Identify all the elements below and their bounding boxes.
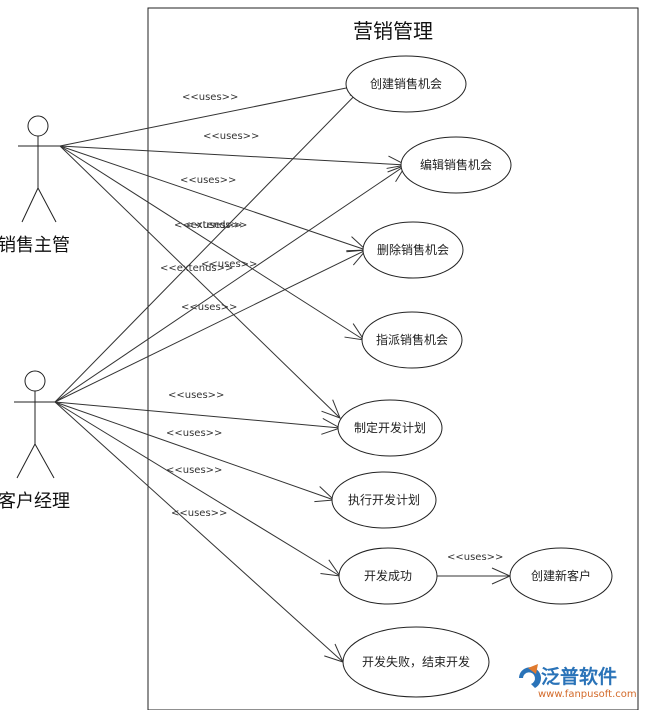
stereotype-label: <<uses>>	[166, 428, 222, 439]
stereotype-label: <<uses>>	[203, 131, 259, 142]
actor-head	[24, 370, 46, 392]
assoc-line	[54, 401, 340, 576]
use-case-label: 编辑销售机会	[420, 157, 492, 172]
use-case-delete-opportunity: 删除销售机会	[362, 221, 464, 279]
assoc-line	[54, 165, 406, 403]
system-title: 营销管理	[353, 19, 433, 43]
use-case-assign-opportunity: 指派销售机会	[361, 311, 463, 369]
use-case-development-failure: 开发失败，结束开发	[342, 626, 490, 698]
system-boundary: 营销管理	[147, 7, 639, 710]
assoc-line	[59, 145, 364, 340]
stereotype-label: <<extends>>	[174, 220, 247, 231]
use-case-make-plan: 制定开发计划	[337, 399, 443, 457]
actor-head	[27, 115, 49, 137]
watermark-url: www.fanpusoft.com	[538, 689, 637, 700]
assoc-line	[59, 145, 406, 165]
use-case-label: 开发失败，结束开发	[362, 654, 470, 669]
stereotype-label: <<uses>>	[201, 259, 257, 270]
brand-logo-icon	[519, 664, 541, 688]
use-case-create-opportunity: 创建销售机会	[345, 55, 467, 113]
stereotype-label: <<uses>>	[181, 302, 237, 313]
actor-account-manager: 客户经理	[0, 370, 70, 512]
actor-sales-manager: 销售主管	[0, 115, 70, 256]
stereotype-label: <<extends>>	[160, 263, 233, 274]
actor-name: 客户经理	[0, 491, 70, 512]
use-case-label: 指派销售机会	[376, 332, 448, 347]
use-case-label: 创建新客户	[531, 568, 591, 583]
watermark-brand: 泛普软件	[541, 665, 617, 688]
use-case-execute-plan: 执行开发计划	[331, 471, 437, 529]
assoc-line	[59, 145, 340, 418]
use-case-label: 制定开发计划	[354, 420, 426, 435]
use-case-development-success: 开发成功	[338, 547, 438, 605]
assoc-line	[54, 401, 343, 662]
use-case-label: 删除销售机会	[377, 242, 449, 257]
assoc-line	[54, 401, 334, 500]
actor-name: 销售主管	[0, 235, 70, 256]
stereotype-label: <<uses>>	[180, 175, 236, 186]
use-case-label: 创建销售机会	[370, 76, 442, 91]
assoc-line	[54, 401, 340, 428]
use-case-edit-opportunity: 编辑销售机会	[400, 136, 512, 194]
assoc-line	[59, 84, 366, 147]
stereotype-label: <<uses>>	[168, 390, 224, 401]
stereotype-label: <<uses>>	[186, 220, 242, 231]
stereotype-label: <<uses>>	[447, 552, 503, 563]
stereotype-label: <<uses>>	[171, 508, 227, 519]
watermark: 泛普软件 www.fanpusoft.com	[519, 664, 637, 700]
assoc-line	[54, 250, 366, 403]
stereotype-label: <<uses>>	[182, 92, 238, 103]
assoc-line	[59, 145, 366, 250]
use-case-label: 执行开发计划	[348, 492, 420, 507]
use-case-create-customer: 创建新客户	[509, 547, 613, 605]
assoc-line	[54, 84, 366, 403]
use-case-label: 开发成功	[364, 568, 412, 583]
stereotype-label: <<uses>>	[166, 465, 222, 476]
